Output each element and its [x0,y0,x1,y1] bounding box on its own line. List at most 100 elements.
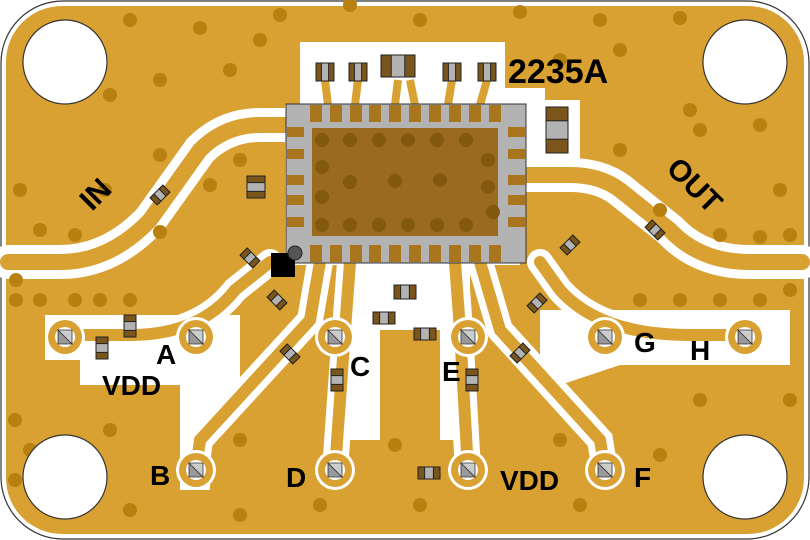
via [103,88,117,102]
via [613,43,627,57]
via [98,183,112,197]
smd-component [644,219,666,241]
paddle-via [401,218,415,232]
via [553,53,567,67]
bowtie-pad-icon [460,462,476,478]
via [713,293,727,307]
via [613,143,627,157]
rf-traces [0,108,810,279]
pad-label-a: A [156,339,176,370]
via [9,293,23,307]
smd-component [442,62,462,82]
test-pad-g[interactable] [585,317,625,357]
pad-label-b: B [150,460,170,491]
test-pads[interactable] [45,317,765,490]
package-lead-bottom [310,245,322,262]
package-leads [287,105,525,262]
smd-component [417,466,441,480]
paddle-via [401,133,415,147]
paddle-via [343,133,357,147]
via [783,283,797,297]
test-pad-d[interactable] [315,450,355,490]
pad-label-h: H [690,335,710,366]
mounting-hole-top-left [22,19,108,105]
via [8,473,22,487]
via [273,8,287,22]
via [593,13,607,27]
via [683,103,697,117]
bowtie-pad-icon [737,329,753,345]
bowtie-pad-icon [460,329,476,345]
via [313,498,327,512]
test-pad-b[interactable] [176,450,216,490]
pad-label-c: C [350,351,370,382]
smd-component [123,314,137,338]
smd-component [393,284,417,300]
via [783,393,797,407]
mounting-hole-top-right [702,19,788,105]
package-lead-bottom [489,245,501,262]
via [233,508,247,522]
smd-components [95,54,666,480]
package-lead-right [508,217,525,227]
via [68,228,82,242]
via [673,293,687,307]
via [153,73,167,87]
paddle-vias [315,133,500,232]
package-lead-bottom [369,245,381,262]
via [8,413,22,427]
pad-label-g: G [634,327,656,358]
test-pad-f[interactable] [585,450,625,490]
mounting-holes [22,19,788,520]
rf-out-trace [512,167,810,270]
paddle-via [372,218,386,232]
package-lead-right [508,127,525,137]
paddle-via [430,133,444,147]
via [553,433,567,447]
vdd-label-left: VDD [102,370,161,401]
mounting-hole-bottom-right [702,434,788,520]
bowtie-pad-icon [188,462,204,478]
via [68,293,82,307]
smd-component [545,106,569,154]
smd-component [315,62,335,82]
test-pad-a[interactable] [45,317,85,357]
test-pad-vdd[interactable] [448,450,488,490]
smd-component [330,368,344,392]
package-lead-bottom [389,245,401,262]
bowtie-pad-icon [57,329,73,345]
bowtie-pad-icon [327,329,343,345]
smd-component [559,234,581,256]
rf-in-trace [0,117,308,270]
paddle-via [433,173,447,187]
via [773,183,787,197]
part-number-label: 2235A [508,53,608,91]
pad-label-d: D [286,462,306,493]
paddle-via [315,190,329,204]
smd-component [380,54,416,78]
via [388,438,402,452]
pin1-dot-icon [287,245,303,261]
test-pad-e[interactable] [448,317,488,357]
via [153,225,167,239]
via [783,228,797,242]
paddle-via [388,174,402,188]
test-pad-a2[interactable] [176,317,216,357]
vdd-label-bottom: VDD [500,465,559,496]
test-pad-h[interactable] [725,317,765,357]
paddle-via [372,133,386,147]
via [223,63,237,77]
package-lead-left [287,217,304,227]
via [33,223,47,237]
via [653,203,667,217]
package-lead-bottom [330,245,342,262]
via [233,433,247,447]
package-lead-left [287,149,304,159]
ic-package [271,103,527,277]
paddle-via [343,175,357,189]
test-pad-c[interactable] [315,317,355,357]
package-lead-left [287,175,304,185]
via [13,183,27,197]
paddle-via [459,218,473,232]
